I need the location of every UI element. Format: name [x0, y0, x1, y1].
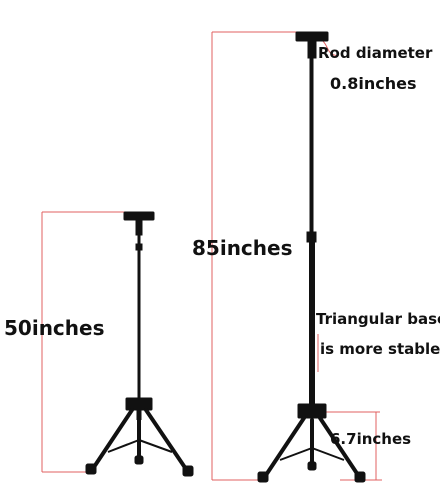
tall-foot-left — [257, 471, 269, 483]
short-plate-clamp — [135, 218, 143, 236]
rod-diameter-pointer — [321, 39, 339, 57]
tall-height-label: 85inches — [192, 236, 293, 260]
measurement-lines — [41, 31, 382, 481]
short-height-label: 50inches — [4, 316, 105, 340]
rod-diameter-value: 0.8inches — [330, 74, 417, 93]
tall-legs — [262, 416, 362, 480]
tall-plate-clamp — [307, 39, 317, 59]
tall-hub — [297, 403, 327, 419]
tall-lower-rod — [309, 240, 315, 408]
base-note-line1: Triangular base — [316, 310, 440, 328]
tall-foot-right — [354, 471, 366, 483]
short-foot-center — [134, 455, 144, 465]
short-hub — [125, 397, 153, 411]
short-foot-left — [85, 463, 97, 475]
tall-foot-center — [307, 461, 317, 471]
short-upper-rod — [137, 234, 141, 402]
base-height-label: 6.7inches — [330, 430, 412, 448]
tall-upper-rod — [309, 56, 314, 236]
short-joint — [135, 243, 143, 251]
tall-braces — [279, 447, 345, 461]
base-note-line2: is more stable — [320, 340, 440, 358]
short-braces — [107, 439, 173, 453]
short-tripod-stand — [85, 211, 194, 477]
short-foot-right — [182, 465, 194, 477]
tall-tripod-stand — [257, 31, 366, 483]
short-legs — [90, 408, 190, 474]
rod-diameter-label: Rod diameter — [318, 44, 433, 62]
